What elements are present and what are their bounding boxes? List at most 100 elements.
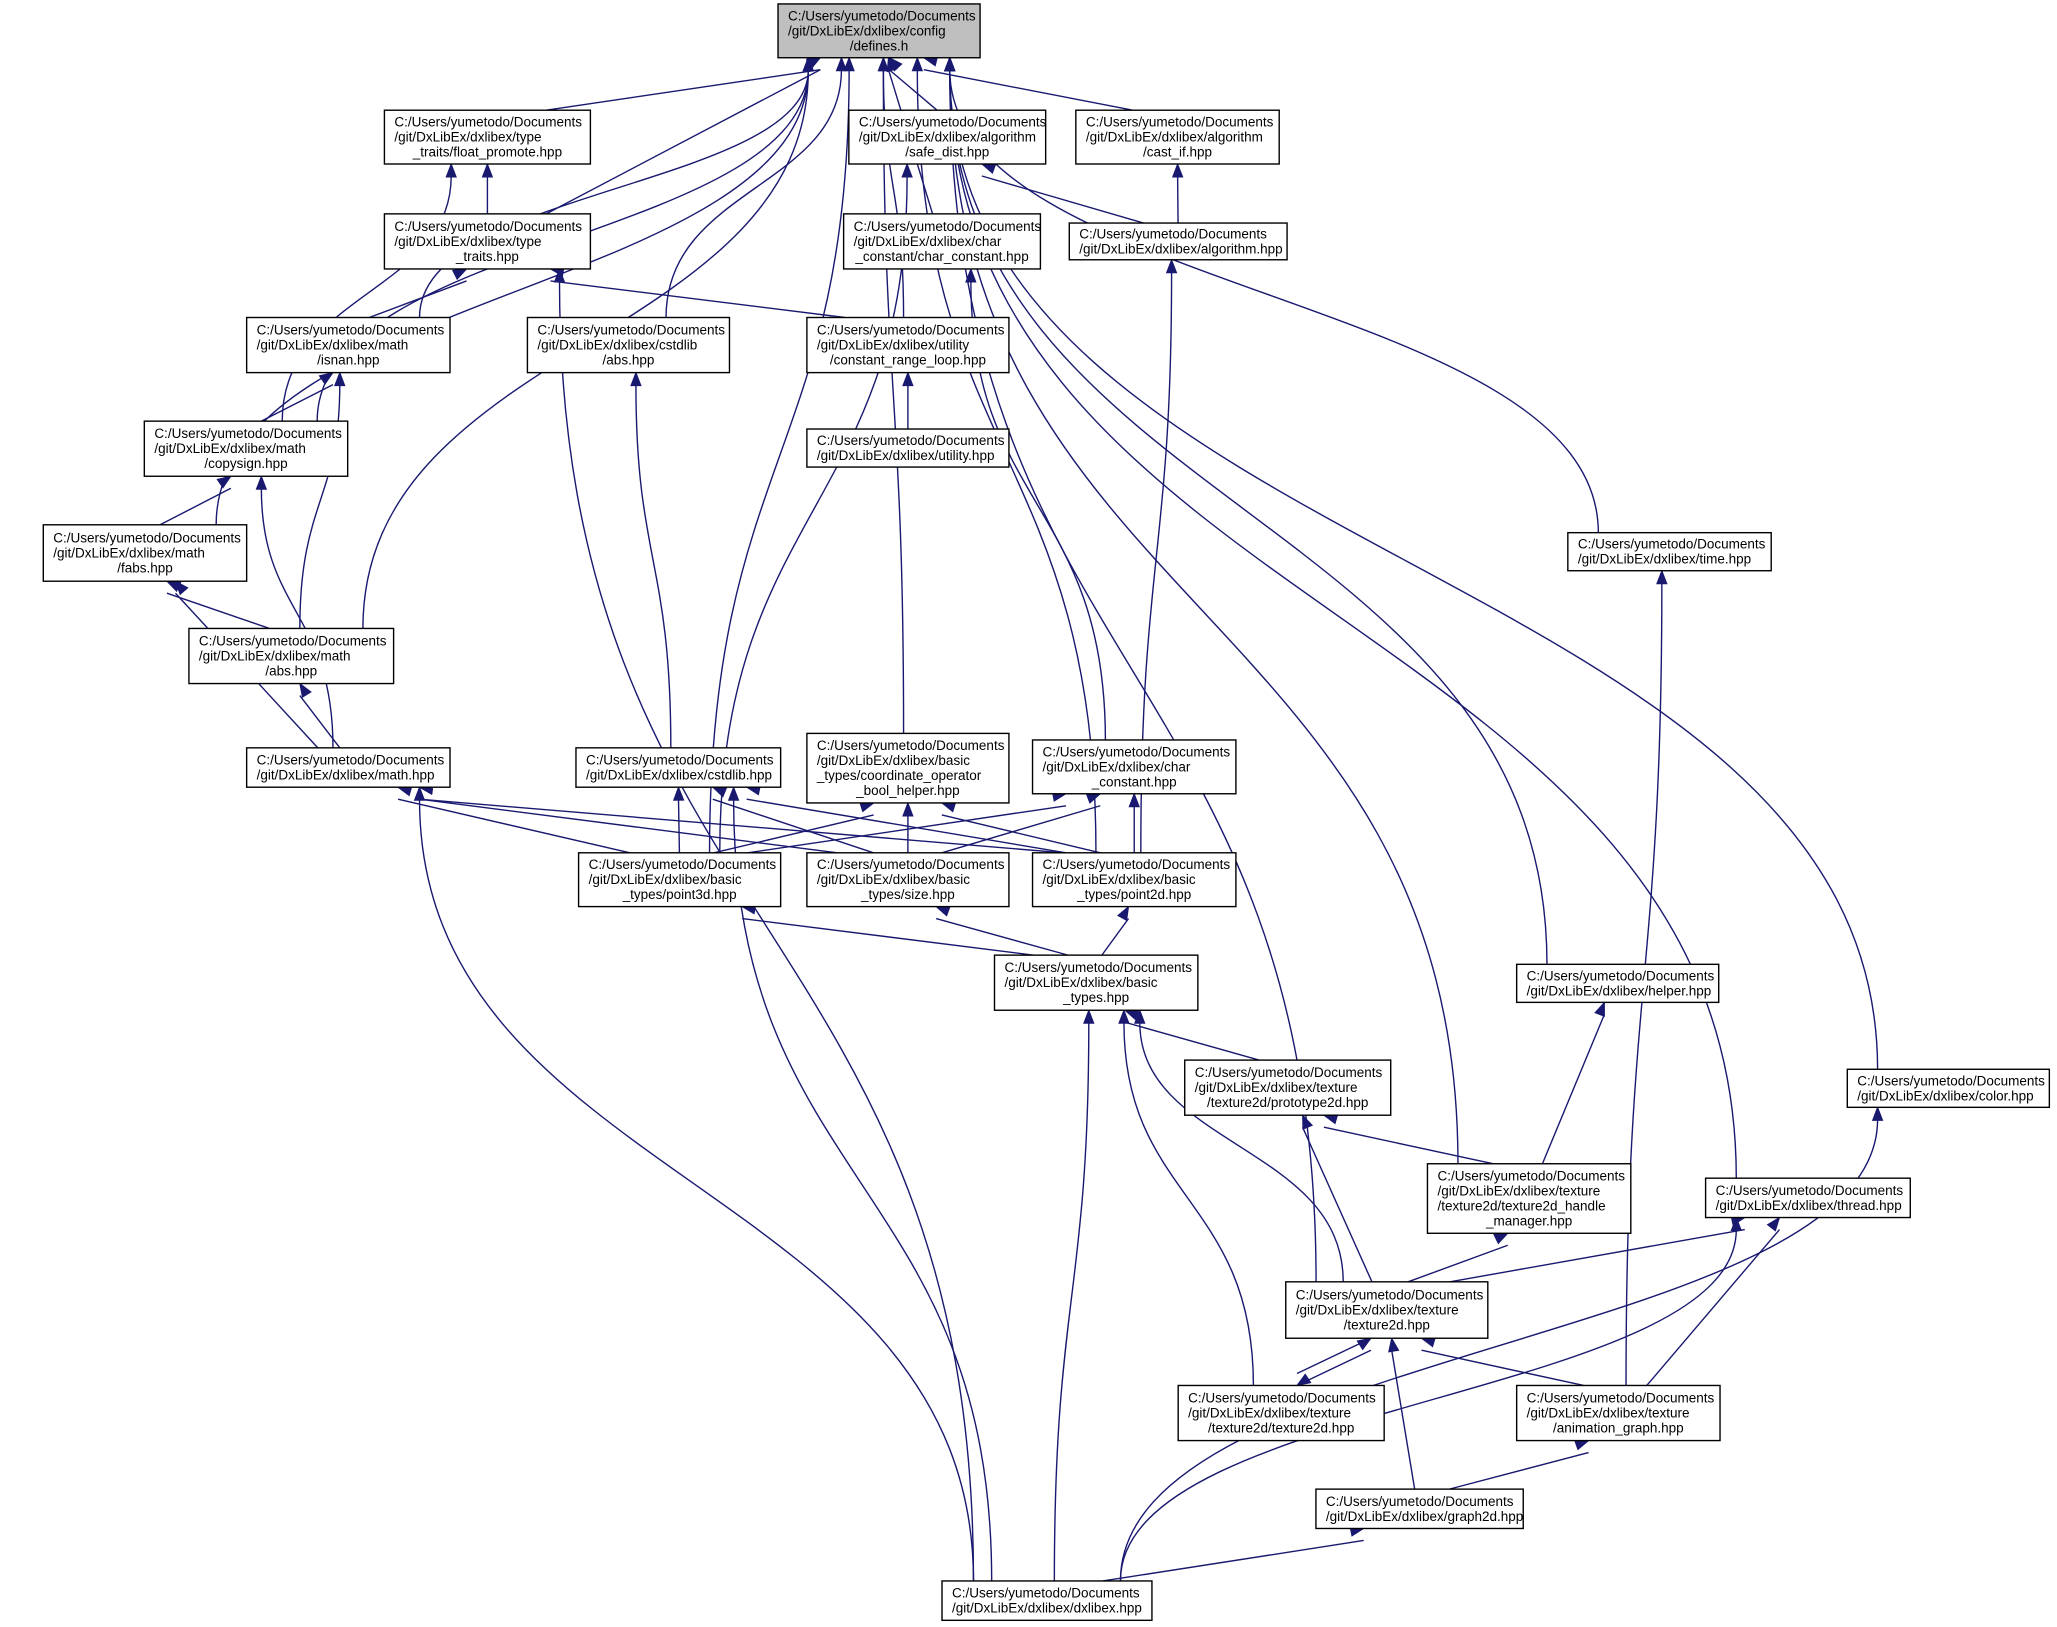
edge-line: [546, 69, 821, 111]
node-box[interactable]: [806, 732, 1010, 804]
node-box[interactable]: [941, 1580, 1153, 1622]
node-box[interactable]: [577, 852, 782, 908]
node-copysign[interactable]: C:/Users/yumetodo/Documents/git/DxLibEx/…: [143, 420, 349, 477]
node-box[interactable]: [526, 316, 731, 374]
node-box[interactable]: [245, 747, 451, 788]
node-box[interactable]: [993, 954, 1199, 1011]
node-box[interactable]: [1846, 1068, 2051, 1109]
node-label-line: /git/DxLibEx/dxlibex/algorithm: [1086, 130, 1263, 145]
node-box[interactable]: [245, 316, 451, 374]
node-label-line: /git/DxLibEx/dxlibex/texture: [1527, 1406, 1690, 1421]
node-defines[interactable]: C:/Users/yumetodo/Documents/git/DxLibEx/…: [777, 3, 981, 59]
node-dxlibex[interactable]: C:/Users/yumetodo/Documents/git/DxLibEx/…: [941, 1580, 1153, 1622]
node-texture2d-inner[interactable]: C:/Users/yumetodo/Documents/git/DxLibEx/…: [1177, 1384, 1385, 1442]
node-texture2d[interactable]: C:/Users/yumetodo/Documents/git/DxLibEx/…: [1285, 1281, 1489, 1339]
node-box[interactable]: [848, 109, 1047, 165]
node-box[interactable]: [42, 524, 248, 582]
node-box[interactable]: [806, 316, 1010, 374]
node-color[interactable]: C:/Users/yumetodo/Documents/git/DxLibEx/…: [1846, 1068, 2051, 1109]
node-algorithm[interactable]: C:/Users/yumetodo/Documents/git/DxLibEx/…: [1068, 222, 1288, 261]
node-utility[interactable]: C:/Users/yumetodo/Documents/git/DxLibEx/…: [806, 428, 1010, 468]
node-box[interactable]: [1177, 1384, 1385, 1442]
node-label-line: /git/DxLibEx/dxlibex/char: [1043, 759, 1191, 774]
arrowhead-icon: [1171, 162, 1184, 178]
node-type-traits[interactable]: C:/Users/yumetodo/Documents/git/DxLibEx/…: [383, 213, 592, 270]
node-box[interactable]: [1515, 963, 1720, 1004]
node-box[interactable]: [1315, 1488, 1524, 1530]
node-label-line: C:/Users/yumetodo/Documents: [1857, 1073, 2045, 1088]
node-box[interactable]: [1515, 1384, 1721, 1442]
edge-math_abs-to-isnan: [299, 371, 346, 629]
node-label-line: C:/Users/yumetodo/Documents: [817, 433, 1005, 448]
node-thread[interactable]: C:/Users/yumetodo/Documents/git/DxLibEx/…: [1704, 1177, 1911, 1219]
arrowhead-icon: [1085, 793, 1102, 804]
edge-line: [923, 69, 1133, 111]
node-cstdlib[interactable]: C:/Users/yumetodo/Documents/git/DxLibEx/…: [575, 747, 782, 788]
node-cstdlib-abs[interactable]: C:/Users/yumetodo/Documents/git/DxLibEx/…: [526, 316, 731, 374]
edge-line: [941, 814, 1101, 854]
edge-line: [1102, 1539, 1364, 1582]
node-isnan[interactable]: C:/Users/yumetodo/Documents/git/DxLibEx/…: [245, 316, 451, 374]
edge-type_traits-to-float_promote: [481, 162, 494, 214]
node-point3d[interactable]: C:/Users/yumetodo/Documents/git/DxLibEx/…: [577, 852, 782, 908]
node-label-line: /texture2d/prototype2d.hpp: [1207, 1095, 1368, 1110]
edge-line: [550, 280, 845, 319]
edge-algorithm-to-cast_if: [1171, 162, 1184, 224]
node-prototype2d[interactable]: C:/Users/yumetodo/Documents/git/DxLibEx/…: [1184, 1059, 1392, 1116]
node-char-constant-inner[interactable]: C:/Users/yumetodo/Documents/git/DxLibEx/…: [842, 213, 1042, 270]
node-label-line: /abs.hpp: [603, 353, 655, 368]
node-cast-if[interactable]: C:/Users/yumetodo/Documents/git/DxLibEx/…: [1075, 109, 1280, 165]
node-box[interactable]: [383, 213, 592, 270]
node-safe-dist[interactable]: C:/Users/yumetodo/Documents/git/DxLibEx/…: [848, 109, 1047, 165]
node-math[interactable]: C:/Users/yumetodo/Documents/git/DxLibEx/…: [245, 747, 451, 788]
node-box[interactable]: [188, 627, 395, 685]
node-size[interactable]: C:/Users/yumetodo/Documents/git/DxLibEx/…: [806, 852, 1010, 908]
node-helper[interactable]: C:/Users/yumetodo/Documents/git/DxLibEx/…: [1515, 963, 1720, 1004]
node-basic-types[interactable]: C:/Users/yumetodo/Documents/git/DxLibEx/…: [993, 954, 1199, 1011]
node-box[interactable]: [1285, 1281, 1489, 1339]
node-box[interactable]: [1426, 1163, 1632, 1234]
node-label-line: C:/Users/yumetodo/Documents: [1527, 968, 1715, 983]
node-box[interactable]: [1184, 1059, 1392, 1116]
node-graph2d[interactable]: C:/Users/yumetodo/Documents/git/DxLibEx/…: [1315, 1488, 1524, 1530]
node-label-line: /git/DxLibEx/dxlibex/algorithm: [859, 130, 1036, 145]
edges-layer: [159, 54, 1884, 1582]
node-box[interactable]: [806, 428, 1010, 468]
node-box[interactable]: [842, 213, 1042, 270]
node-handle-manager[interactable]: C:/Users/yumetodo/Documents/git/DxLibEx/…: [1426, 1163, 1632, 1234]
node-constant-range-loop[interactable]: C:/Users/yumetodo/Documents/git/DxLibEx/…: [806, 316, 1010, 374]
node-box[interactable]: [575, 747, 782, 788]
node-label-line: C:/Users/yumetodo/Documents: [537, 323, 725, 338]
node-label-line: /git/DxLibEx/dxlibex/basic: [1043, 872, 1196, 887]
node-time[interactable]: C:/Users/yumetodo/Documents/git/DxLibEx/…: [1567, 531, 1772, 572]
node-box[interactable]: [1068, 222, 1288, 261]
node-char-constant[interactable]: C:/Users/yumetodo/Documents/git/DxLibEx/…: [1031, 739, 1237, 795]
node-animation-graph[interactable]: C:/Users/yumetodo/Documents/git/DxLibEx/…: [1515, 1384, 1721, 1442]
node-box[interactable]: [143, 420, 349, 477]
arrowhead-icon: [980, 163, 997, 175]
node-label-line: _traits.hpp: [455, 249, 519, 264]
node-float-promote[interactable]: C:/Users/yumetodo/Documents/git/DxLibEx/…: [383, 109, 592, 165]
node-label-line: C:/Users/yumetodo/Documents: [1527, 1391, 1715, 1406]
node-box[interactable]: [806, 852, 1010, 908]
node-label-line: /git/DxLibEx/dxlibex/graph2d.hpp: [1326, 1509, 1523, 1524]
node-coord-op[interactable]: C:/Users/yumetodo/Documents/git/DxLibEx/…: [806, 732, 1010, 804]
node-box[interactable]: [1567, 531, 1772, 572]
arrowhead-icon: [802, 56, 815, 72]
node-box[interactable]: [383, 109, 592, 165]
node-point2d[interactable]: C:/Users/yumetodo/Documents/git/DxLibEx/…: [1031, 852, 1237, 908]
edge-point3d-to-math: [396, 785, 631, 854]
edge-point2d-to-char_constant: [1128, 792, 1140, 853]
edge-line: [677, 799, 681, 853]
node-box[interactable]: [1031, 852, 1237, 908]
node-label-line: C:/Users/yumetodo/Documents: [394, 115, 582, 130]
node-box[interactable]: [1704, 1177, 1911, 1219]
node-box[interactable]: [777, 3, 981, 59]
node-box[interactable]: [1075, 109, 1280, 165]
node-label-line: /git/DxLibEx/dxlibex/algorithm.hpp: [1079, 241, 1282, 256]
node-fabs[interactable]: C:/Users/yumetodo/Documents/git/DxLibEx/…: [42, 524, 248, 582]
node-math-abs[interactable]: C:/Users/yumetodo/Documents/git/DxLibEx/…: [188, 627, 395, 685]
node-label-line: /git/DxLibEx/dxlibex/math: [199, 649, 351, 664]
node-box[interactable]: [1031, 739, 1237, 795]
edge-utility-to-constant_range_loop: [902, 371, 914, 430]
